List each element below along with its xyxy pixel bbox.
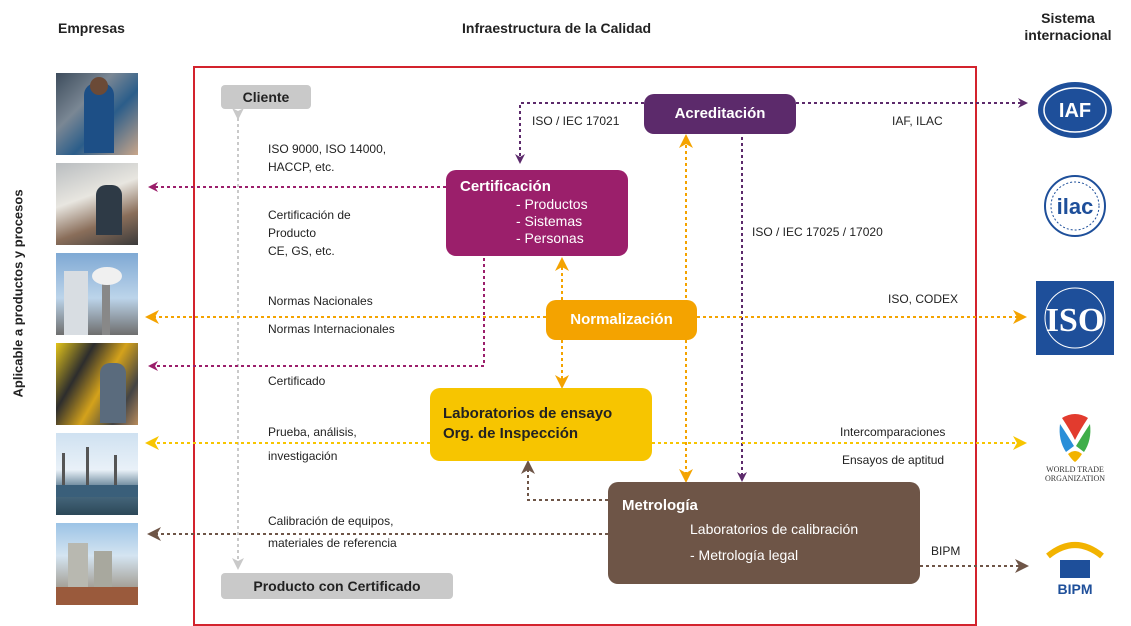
photo-industry bbox=[56, 253, 138, 335]
label-iso9000: ISO 9000, ISO 14000,HACCP, etc. bbox=[268, 142, 387, 174]
header-sistema-internacional: Sistema internacional bbox=[1024, 10, 1112, 43]
metrologia-item-calibracion: Laboratorios de calibración bbox=[690, 521, 859, 537]
header-empresas: Empresas bbox=[58, 20, 125, 36]
wto-logo: WORLD TRADE ORGANIZATION bbox=[1034, 404, 1116, 483]
photo-factory bbox=[56, 343, 138, 425]
normalizacion-label: Normalización bbox=[570, 311, 673, 328]
acreditacion-label: Acreditación bbox=[674, 105, 766, 122]
bipm-logo-text: BIPM bbox=[1058, 581, 1093, 597]
producto-certificado-box: Producto con Certificado bbox=[221, 573, 453, 599]
iaf-logo: IAF bbox=[1034, 72, 1116, 148]
metrologia-title: Metrología bbox=[622, 497, 698, 514]
metrologia-box: Metrología Laboratorios de calibración -… bbox=[608, 482, 920, 584]
bipm-logo: BIPM bbox=[1034, 530, 1116, 606]
certificacion-item-sistemas: - Sistemas bbox=[516, 213, 583, 229]
label-iaf-ilac: IAF, ILAC bbox=[892, 114, 943, 128]
arrow-metrologia-laboratorios bbox=[521, 460, 608, 501]
cliente-box: Cliente bbox=[221, 85, 311, 109]
label-intercomparaciones: Intercomparaciones bbox=[840, 425, 946, 439]
wto-logo-text-2: ORGANIZATION bbox=[1045, 474, 1105, 483]
label-iso17025: ISO / IEC 17025 / 17020 bbox=[752, 225, 883, 239]
photo-harbor bbox=[56, 433, 138, 515]
arrow-acreditacion-certificacion bbox=[515, 102, 644, 164]
connector-lines bbox=[145, 98, 1029, 573]
label-iso-codex: ISO, CODEX bbox=[888, 292, 959, 306]
photo-workers bbox=[56, 73, 138, 155]
photo-lab bbox=[56, 163, 138, 245]
header-infraestructura: Infraestructura de la Calidad bbox=[462, 20, 652, 36]
label-normas-internacionales: Normas Internacionales bbox=[268, 322, 395, 336]
certificacion-item-productos: - Productos bbox=[516, 196, 588, 212]
label-iso17021: ISO / IEC 17021 bbox=[532, 114, 620, 128]
org-inspeccion-label: Org. de Inspección bbox=[443, 425, 579, 442]
label-prueba: Prueba, análisis, bbox=[268, 425, 357, 439]
certificacion-item-personas: - Personas bbox=[516, 230, 584, 246]
metrologia-item-legal: - Metrología legal bbox=[690, 547, 799, 563]
acreditacion-box: Acreditación bbox=[644, 94, 796, 134]
wto-logo-text-1: WORLD TRADE bbox=[1046, 465, 1104, 474]
label-certificado: Certificado bbox=[268, 374, 326, 388]
label-bipm: BIPM bbox=[931, 544, 961, 558]
label-calibracion: Calibración de equipos, materiales de re… bbox=[268, 514, 397, 550]
ilac-logo-text: ilac bbox=[1057, 194, 1094, 219]
label-investigacion: investigación bbox=[268, 449, 338, 463]
photo-silos bbox=[56, 523, 138, 605]
laboratorios-box: Laboratorios de ensayo Org. de Inspecció… bbox=[430, 388, 652, 461]
arrow-certificado-empresas bbox=[148, 258, 485, 371]
iso-logo: ISO bbox=[1034, 279, 1116, 355]
normalizacion-box: Normalización bbox=[546, 300, 697, 340]
certificacion-box: Certificación - Productos - Sistemas - P… bbox=[446, 170, 628, 256]
iso-logo-text: ISO bbox=[1046, 302, 1105, 339]
ilac-logo: ilac bbox=[1034, 168, 1116, 244]
label-ensayos-aptitud: Ensayos de aptitud bbox=[842, 453, 945, 467]
certificacion-title: Certificación bbox=[460, 178, 551, 195]
laboratorios-ensayo-label: Laboratorios de ensayo bbox=[443, 405, 613, 422]
iaf-logo-text: IAF bbox=[1059, 100, 1091, 122]
label-normas-nacionales: Normas Nacionales bbox=[268, 294, 373, 308]
